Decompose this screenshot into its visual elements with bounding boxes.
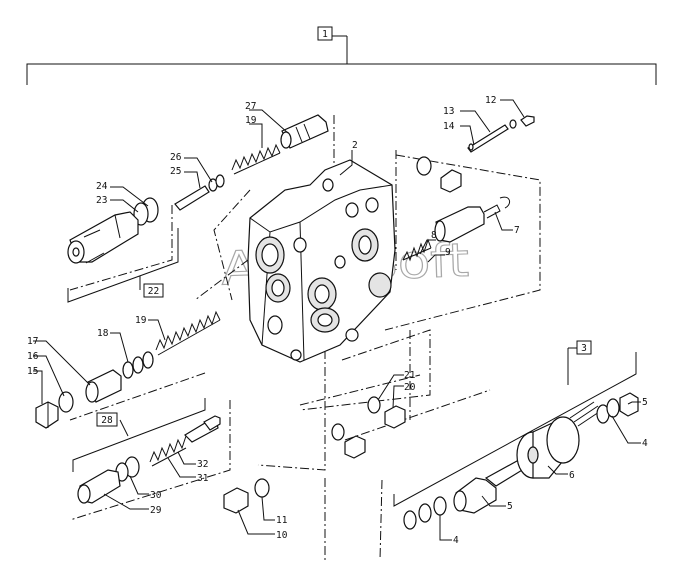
callout-11[interactable]: 11 <box>276 515 288 526</box>
part-26-25-spool-pin[interactable] <box>174 174 225 211</box>
part-16-oring[interactable] <box>58 391 74 413</box>
callout-box-assembly[interactable]: 1 <box>317 26 333 41</box>
part-19-spring-upper[interactable] <box>231 143 281 175</box>
callout-19-upper[interactable]: 19 <box>245 115 257 126</box>
group-3-bracket <box>393 347 637 507</box>
part-12-13-14-pin[interactable] <box>467 115 535 153</box>
part-6-coil[interactable] <box>516 401 603 479</box>
svg-text:3: 3 <box>581 343 587 354</box>
callout-box-solenoid-group[interactable]: 3 <box>576 340 592 355</box>
leader-lines <box>33 99 641 541</box>
callout-18[interactable]: 18 <box>97 328 109 339</box>
part-32-spool[interactable] <box>184 415 221 443</box>
callout-19-lower[interactable]: 19 <box>135 315 147 326</box>
part-27-fitting[interactable] <box>280 114 329 149</box>
callout-27[interactable]: 27 <box>245 101 256 112</box>
part-8-9-spring[interactable] <box>402 238 432 262</box>
callout-29[interactable]: 29 <box>150 505 162 516</box>
callout-24[interactable]: 24 <box>96 181 108 192</box>
callout-21[interactable]: 21 <box>404 370 416 381</box>
callout-7[interactable]: 7 <box>514 225 520 236</box>
callout-23[interactable]: 23 <box>96 195 107 206</box>
group-22-bracket <box>67 228 179 303</box>
callout-4-upper[interactable]: 4 <box>642 438 648 449</box>
group-28-bracket <box>72 398 206 472</box>
part-4-5-nut-washers[interactable] <box>596 392 639 424</box>
part-30-oring[interactable] <box>115 456 140 482</box>
part-17-plunger[interactable] <box>85 369 122 403</box>
callout-9[interactable]: 9 <box>445 247 451 258</box>
svg-text:28: 28 <box>101 415 113 426</box>
part-19-spring-lower[interactable] <box>155 310 221 356</box>
callout-16[interactable]: 16 <box>27 351 39 362</box>
part-plug-lower-middle[interactable] <box>331 423 366 459</box>
callout-12[interactable]: 12 <box>485 95 496 106</box>
part-29-plug[interactable] <box>77 469 121 504</box>
part-plug-upper[interactable] <box>416 156 462 193</box>
callout-30[interactable]: 30 <box>150 490 162 501</box>
svg-text:1: 1 <box>322 29 328 40</box>
callout-31[interactable]: 31 <box>197 473 209 484</box>
callout-5-upper[interactable]: 5 <box>642 397 648 408</box>
part-20-21-plug[interactable] <box>367 396 406 429</box>
callout-box-group-22[interactable]: 22 <box>143 283 164 298</box>
callout-6[interactable]: 6 <box>569 470 575 481</box>
part-18-washers[interactable] <box>122 351 154 379</box>
assembly-bracket <box>26 35 657 85</box>
callout-17[interactable]: 17 <box>27 336 38 347</box>
callout-labels: 27 19 2 26 25 24 23 13 14 12 7 8 9 17 16… <box>27 95 648 546</box>
part-31-spring[interactable] <box>149 435 187 467</box>
callout-box-group-28[interactable]: 28 <box>96 412 118 427</box>
part-24-23-fitting[interactable] <box>67 197 159 264</box>
callout-2[interactable]: 2 <box>352 140 358 151</box>
callout-10[interactable]: 10 <box>276 530 288 541</box>
callout-4-lower[interactable]: 4 <box>453 535 459 546</box>
svg-text:22: 22 <box>148 286 159 297</box>
part-10-11-plug[interactable] <box>223 478 270 514</box>
part-4-orings-lower[interactable] <box>403 496 447 530</box>
callout-5-lower[interactable]: 5 <box>507 501 513 512</box>
callout-14[interactable]: 14 <box>443 121 455 132</box>
callout-8[interactable]: 8 <box>431 230 437 241</box>
part-7-spool[interactable] <box>434 196 511 243</box>
callout-13[interactable]: 13 <box>443 106 454 117</box>
callout-26[interactable]: 26 <box>170 152 182 163</box>
callout-15[interactable]: 15 <box>27 366 38 377</box>
callout-32[interactable]: 32 <box>197 459 208 470</box>
callout-20[interactable]: 20 <box>404 382 416 393</box>
callout-25[interactable]: 25 <box>170 166 181 177</box>
part-15-plug[interactable] <box>35 401 59 429</box>
valve-body[interactable] <box>247 159 396 363</box>
